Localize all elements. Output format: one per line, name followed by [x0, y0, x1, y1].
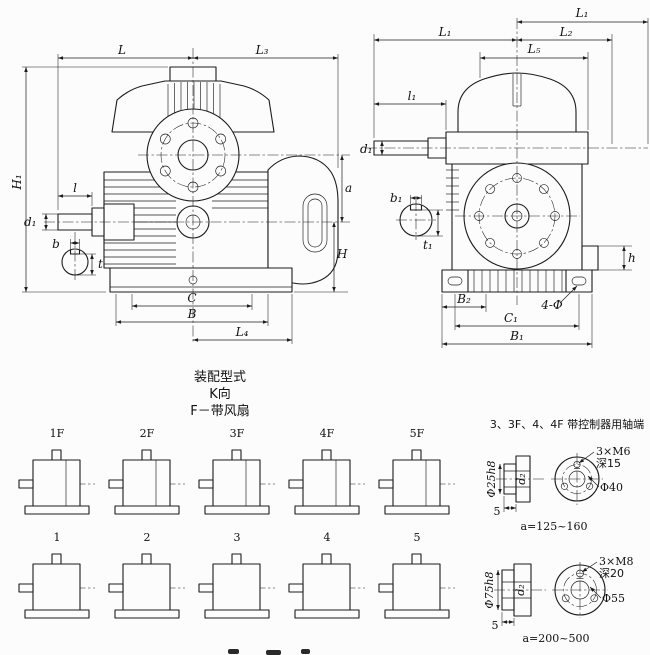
front-view-centerlines — [44, 48, 350, 344]
side-step-lug — [581, 245, 599, 271]
variant-sketch-5 — [378, 553, 456, 619]
front-view: L L₃ H₁ l d₁ b t a H C B L₄ — [10, 43, 352, 344]
input-shaft-key-section — [396, 200, 436, 240]
dim-label-l: l — [73, 181, 77, 195]
dim-label-t: t — [98, 257, 103, 271]
assembly-variants-fan-row: 1F 2F 3F 4F 5F — [18, 427, 456, 515]
assembly-view-label: K向 — [209, 386, 231, 402]
assembly-title: 装配型式 — [194, 370, 246, 385]
output-shaft — [57, 207, 105, 237]
side-view-dimensions: L₁ L₁ L₂ L₅ l₁ d₁ b₁ t₁ h B₂ C₁ B₁ 4-Φ — [360, 6, 649, 348]
dim-label-H1: H₁ — [10, 174, 24, 190]
variant-label-2f: 2F — [140, 427, 155, 440]
dim-label-d1-side: d₁ — [360, 142, 373, 156]
label-depth-small: 深15 — [596, 457, 621, 470]
label-thread-small: 3×M6 — [596, 445, 630, 458]
dim-label-b1: b₁ — [390, 191, 403, 205]
variant-label-3: 3 — [234, 531, 241, 544]
shaft-end-section: 3、3F、4、4F 带控制器用轴端 Φ25h8 d₂ 5 — [483, 417, 644, 645]
label-flange-width-large: 5 — [492, 619, 499, 632]
front-view-dimensions: L L₃ H₁ l d₁ b t a H C B L₄ — [10, 43, 352, 344]
label-face-dia-small: Φ40 — [600, 481, 623, 494]
dim-label-b: b — [52, 237, 60, 251]
variant-sketch-3f — [198, 449, 276, 515]
variant-label-4: 4 — [324, 531, 331, 544]
variant-sketch-3 — [198, 553, 276, 619]
variant-label-1f: 1F — [50, 427, 65, 440]
dim-label-L5: L₅ — [527, 42, 541, 56]
foot-slot-right — [571, 276, 587, 286]
shaft-end-detail-small: Φ25h8 d₂ 5 3×M6 深15 Φ40 a=125~160 — [485, 445, 630, 533]
variant-label-2: 2 — [144, 531, 151, 544]
dim-label-t1: t₁ — [423, 238, 433, 252]
variant-label-4f: 4F — [320, 427, 335, 440]
dim-label-d1-front: d₁ — [24, 215, 37, 229]
side-view-centerlines — [366, 18, 648, 305]
dim-label-B: B — [187, 307, 197, 321]
shaft-end-pilot-large — [501, 569, 515, 611]
foot-lug-left — [441, 269, 469, 293]
dim-label-h: h — [628, 251, 636, 265]
dim-label-l1: l₁ — [408, 89, 417, 103]
dim-label-C: C — [187, 291, 196, 305]
side-view: L₁ L₁ L₂ L₅ l₁ d₁ b₁ t₁ h B₂ C₁ B₁ 4-Φ — [360, 6, 649, 348]
shaft-end-pilot-small — [503, 463, 517, 495]
dim-label-B2: B₂ — [456, 292, 471, 306]
variant-sketch-4 — [288, 553, 366, 619]
variant-label-5: 5 — [414, 531, 421, 544]
foot-lug-right — [565, 269, 593, 293]
variant-sketch-4f — [288, 449, 366, 515]
side-fins-left — [446, 169, 459, 211]
base-fins-comb — [473, 270, 563, 292]
assembly-caption: 装配型式 K向 F－带风扇 — [190, 370, 249, 419]
dim-label-C1: C₁ — [504, 311, 518, 325]
variant-label-3f: 3F — [230, 427, 245, 440]
variant-sketch-2f — [108, 449, 186, 515]
dim-label-H: H — [336, 247, 348, 261]
dim-label-L3: L₃ — [255, 43, 269, 57]
shaft-end-title: 3、3F、4、4F 带控制器用轴端 — [490, 417, 644, 431]
dim-label-L2: L₂ — [559, 25, 573, 39]
label-bore-large: d₂ — [514, 584, 527, 595]
label-pilot-small: Φ25h8 — [485, 460, 498, 497]
fan-shroud — [267, 155, 339, 285]
variant-label-1: 1 — [54, 531, 61, 544]
dim-label-L: L — [117, 43, 126, 57]
label-depth-large: 深20 — [599, 567, 624, 580]
variant-label-5f: 5F — [410, 427, 425, 440]
variant-sketch-2 — [108, 553, 186, 619]
variant-sketch-1f — [18, 449, 96, 515]
variant-sketch-1 — [18, 553, 96, 619]
dim-label-B1: B₁ — [509, 329, 524, 343]
variant-sketch-5f — [378, 449, 456, 515]
label-range-large: a=200~500 — [523, 632, 590, 645]
dim-label-L1-total: L₁ — [575, 6, 589, 20]
dim-label-foot-holes: 4-Φ — [540, 298, 563, 312]
foot-slot-left — [447, 276, 463, 286]
label-bore-small: d₂ — [515, 473, 528, 484]
shaft-end-detail-large: Φ75h8 d₂ 5 3×M8 深20 Φ55 a=200~500 — [483, 555, 633, 645]
assembly-fan-note: F－带风扇 — [190, 403, 249, 419]
label-range-small: a=125~160 — [521, 520, 588, 533]
page-crop-artifact — [228, 649, 310, 655]
label-face-dia-large: Φ55 — [602, 592, 625, 605]
label-thread-large: 3×M8 — [599, 555, 633, 568]
dim-label-L4: L₄ — [235, 325, 249, 339]
label-pilot-large: Φ75h8 — [483, 571, 496, 608]
dim-label-a: a — [345, 181, 352, 195]
mounting-base-front — [109, 267, 293, 293]
label-flange-width-small: 5 — [494, 505, 501, 518]
dim-label-L1: L₁ — [438, 25, 452, 39]
assembly-variants-plain-row: 1 2 3 4 5 — [18, 531, 456, 619]
